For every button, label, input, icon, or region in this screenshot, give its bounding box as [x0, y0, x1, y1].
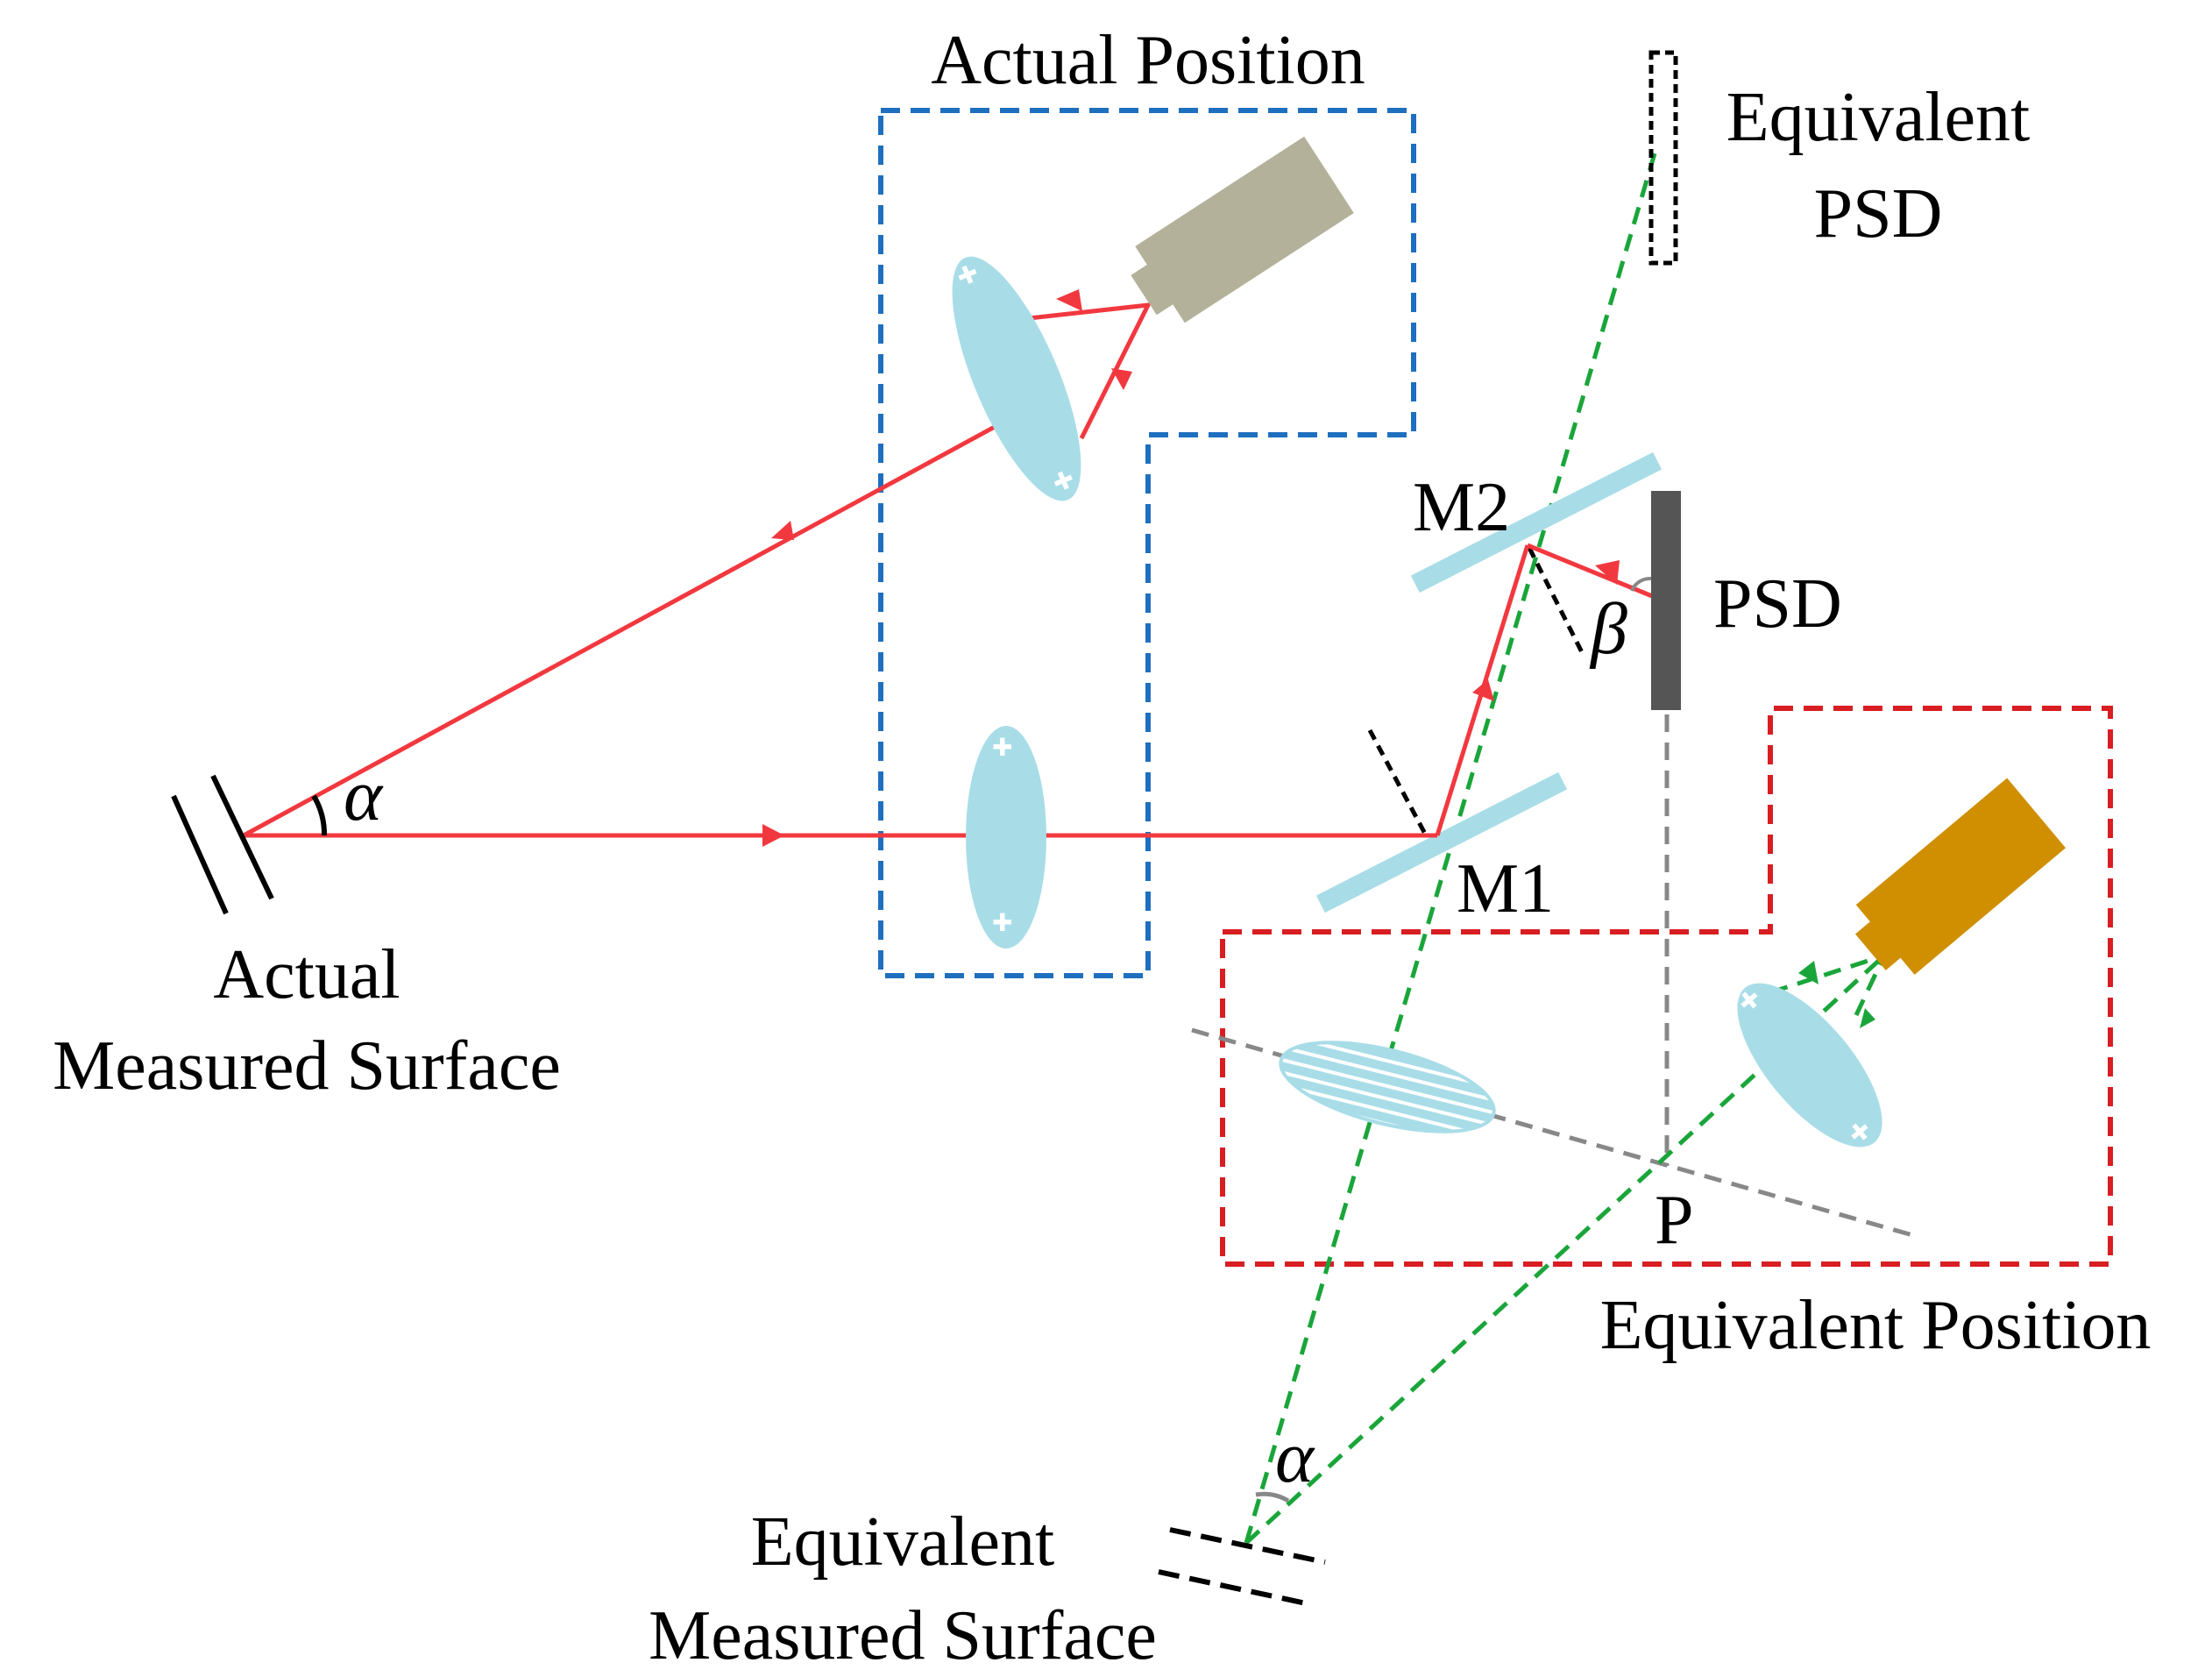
- m2-label: M2: [1413, 469, 1510, 546]
- alpha-bottom-label: α: [1275, 1417, 1315, 1498]
- equivalent-laser-source: [1854, 778, 2066, 975]
- equivalent-psd-label-line2: PSD: [1814, 175, 1943, 252]
- m1-normal: [1367, 728, 1428, 835]
- m1-label: M1: [1457, 850, 1554, 927]
- mirror-m1: [1315, 771, 1568, 913]
- hatched-equivalent-lens: [1279, 1041, 1496, 1133]
- actual-laser-source: [1131, 136, 1354, 323]
- upper-actual-lens: ✚ ✚: [952, 256, 1081, 501]
- svg-text:✚: ✚: [992, 910, 1012, 937]
- actual-measured-surface: [171, 774, 274, 915]
- alpha-arc-top: [311, 794, 328, 836]
- equivalent-psd-label-line1: Equivalent: [1726, 79, 2031, 156]
- psd-label: PSD: [1713, 565, 1842, 643]
- equivalent-surface-label-line2: Measured Surface: [649, 1597, 1157, 1674]
- equivalent-psd: [1648, 50, 1678, 266]
- actual-position-label: Actual Position: [931, 22, 1365, 99]
- mirror-m2: [1410, 451, 1663, 593]
- alpha-arc-bottom: [1255, 1491, 1290, 1503]
- actual-surface-label-line1: Actual: [213, 936, 400, 1013]
- equivalent-measured-surface: [1158, 1527, 1326, 1607]
- alpha-top-label: α: [344, 755, 384, 836]
- equivalent-beam-to-psd: [1244, 153, 1657, 1544]
- equivalent-surface-label-line1: Equivalent: [751, 1503, 1055, 1581]
- m2-normal: [1527, 546, 1587, 659]
- actual-surface-label-line2: Measured Surface: [53, 1027, 561, 1105]
- equivalent-arrow-2: [1860, 1008, 1875, 1028]
- equivalent-beam-from-laser: [1244, 954, 1886, 1545]
- svg-text:✚: ✚: [992, 735, 1012, 762]
- lower-actual-lens: ✚ ✚: [966, 726, 1046, 949]
- p-label: P: [1655, 1182, 1694, 1259]
- equivalent-position-label: Equivalent Position: [1600, 1287, 2152, 1364]
- equivalent-lens: ✚ ✚: [1733, 983, 1882, 1150]
- equivalent-arrow-1: [1798, 961, 1819, 984]
- beta-label: β: [1589, 588, 1627, 670]
- psd-sensor: [1651, 491, 1681, 710]
- beta-arc: [1630, 576, 1652, 592]
- beam-arrows: [762, 289, 1620, 847]
- equivalent-position-box: [1220, 706, 2113, 1267]
